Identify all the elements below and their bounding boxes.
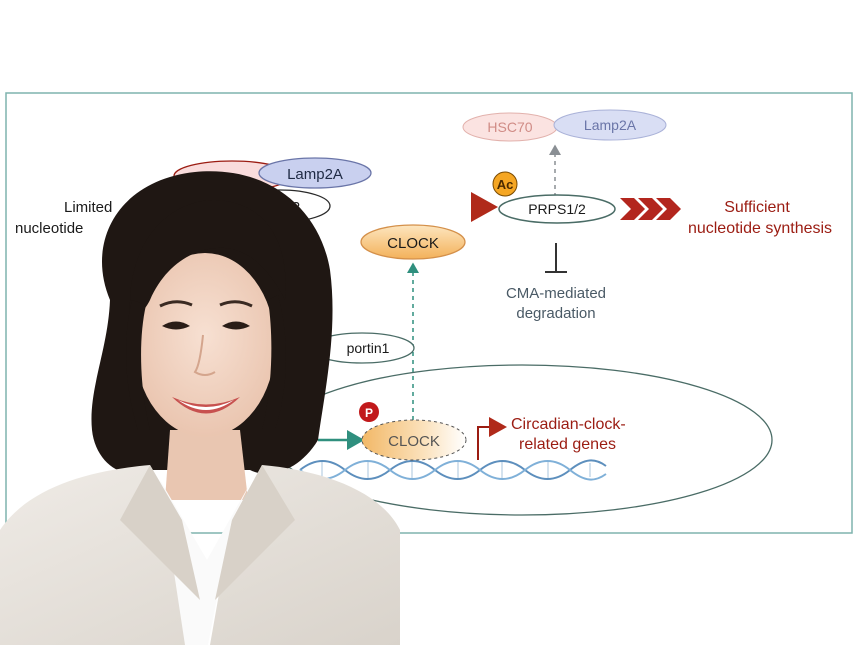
- clock-nuclear-ellipse: [361, 419, 467, 461]
- neck: [165, 430, 248, 500]
- acetylation-badge: Ac: [492, 171, 518, 197]
- eyebrow-left: [159, 300, 193, 308]
- face: [135, 253, 275, 437]
- shirt: [160, 480, 252, 645]
- prps12-label: PRPS1/2: [528, 201, 586, 217]
- clock-cytoplasm-ellipse: [360, 224, 466, 260]
- exportin1-label: portin1: [347, 340, 390, 356]
- jacket: [0, 465, 400, 645]
- lamp2a-left-ellipse: [258, 157, 372, 189]
- cma-label-line1: CMA-mediated: [506, 285, 606, 302]
- eyebrow-right: [219, 300, 253, 308]
- hair-side-left: [126, 300, 150, 430]
- lapel-right: [215, 465, 295, 600]
- clock-cytoplasm-label: CLOCK: [387, 235, 439, 252]
- circadian-label-line1: Circadian-clock-: [511, 416, 626, 433]
- sufficient-label-line2: nucleotide synthesis: [688, 220, 832, 237]
- phospho-badge-label: P: [365, 406, 373, 420]
- eye-left: [162, 321, 190, 330]
- lamp2a-left-label: Lamp2A: [287, 166, 343, 183]
- teeth: [178, 400, 234, 410]
- portrait-photo: [0, 171, 400, 645]
- inhibition-icon: [545, 243, 567, 273]
- ac-badge-circle: [492, 171, 518, 197]
- hair-bangs: [129, 200, 286, 314]
- lamp2a-top-label: Lamp2A: [584, 117, 637, 133]
- phospho-badge-circle: [359, 402, 379, 422]
- limited-label-line2: nucleotide: [15, 220, 83, 237]
- lamp2a-top-ellipse: [553, 109, 667, 141]
- cma-label-line2: degradation: [516, 305, 595, 322]
- prps12-ellipse: [498, 194, 616, 224]
- nose: [193, 334, 216, 376]
- chevron-arrows-icon: [620, 198, 681, 220]
- sufficient-label-line1: Sufficient: [724, 199, 790, 216]
- hsc70-top-label: HSC70: [487, 119, 532, 135]
- eye-right: [222, 321, 250, 330]
- lapel-left: [120, 465, 200, 600]
- hsc70-lamp2a-top-complex: HSC70 Lamp2A: [462, 109, 667, 142]
- ac-badge-label: Ac: [497, 177, 514, 192]
- smile: [172, 397, 240, 414]
- transcription-arrow-icon: [477, 417, 507, 460]
- clock-nuclear-label: CLOCK: [388, 433, 440, 450]
- dna-helix-icon: [299, 459, 607, 481]
- hair-side-right: [262, 295, 286, 430]
- circadian-label-line2: related genes: [519, 436, 616, 453]
- limited-label-line1: Limited: [64, 199, 112, 216]
